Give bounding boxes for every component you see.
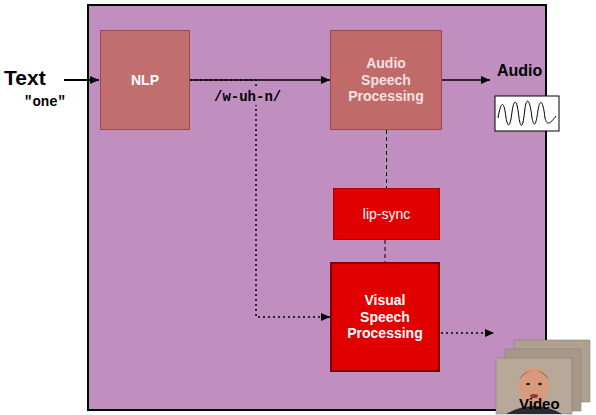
node-text: Visual Speech Processing <box>344 292 426 342</box>
node-text: Audio Speech Processing <box>343 55 429 105</box>
audio-output-arrow <box>441 79 490 81</box>
input-example: "one" <box>24 94 66 110</box>
sync-box: lip-sync <box>333 188 440 240</box>
node-text: lip-sync <box>363 206 410 223</box>
sync-link <box>386 130 387 188</box>
video-output-arrow <box>441 332 494 334</box>
video-frames <box>496 340 590 414</box>
node-text: NLP <box>131 72 159 89</box>
process-box: Visual Speech Processing <box>330 262 440 372</box>
dotted-arrow <box>190 80 330 317</box>
output-label: Video <box>519 395 560 412</box>
waveform-icon <box>495 96 559 131</box>
phoneme-label: /w-uh-n/ <box>212 89 283 105</box>
process-box: Audio Speech Processing <box>330 30 442 130</box>
output-label: Audio <box>497 62 542 80</box>
process-box: NLP <box>100 30 190 130</box>
input-arrow <box>64 79 99 81</box>
input-label: Text <box>4 66 46 90</box>
sync-link <box>385 240 386 262</box>
system-panel <box>88 5 546 410</box>
